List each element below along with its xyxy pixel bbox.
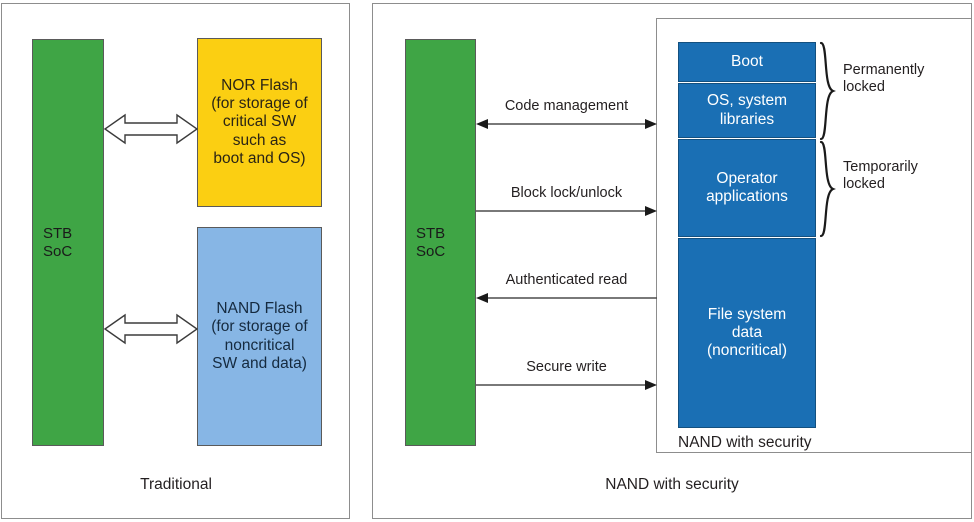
annotation-temporarily-locked: Temporarily locked xyxy=(843,159,918,193)
container-nand-with-security: Boot OS, system libraries Operator appli… xyxy=(656,18,972,453)
connector-label-authenticated-read: Authenticated read xyxy=(505,272,628,288)
block-label-stb-soc-left: STB SoC xyxy=(43,224,73,260)
block-operator-applications: Operator applications xyxy=(678,139,816,237)
block-nand-flash: NAND Flash (for storage of noncritical S… xyxy=(197,227,322,446)
brace-permanently-locked xyxy=(819,41,836,141)
brace-temporarily-locked xyxy=(819,140,836,238)
panel-traditional: STB SoC NOR Flash (for storage of critic… xyxy=(1,3,350,519)
block-label-stb-soc-right: STB SoC xyxy=(416,224,446,260)
connector-authenticated-read: Authenticated read xyxy=(476,272,657,306)
connector-block-lock-unlock: Block lock/unlock xyxy=(476,185,657,219)
block-nor-flash: NOR Flash (for storage of critical SW su… xyxy=(197,38,322,207)
panel-nand-with-security: STB SoC Boot OS, system libraries Operat… xyxy=(372,3,972,519)
block-label-nand-flash: NAND Flash (for storage of noncritical S… xyxy=(211,299,308,372)
block-label-boot: Boot xyxy=(731,52,763,70)
container-label-nand-with-security: NAND with security xyxy=(678,434,812,451)
connector-soc-to-nand xyxy=(103,313,199,345)
panel-caption-traditional: Traditional xyxy=(140,476,212,493)
block-file-system-data: File system data (noncritical) xyxy=(678,238,816,428)
block-label-nor-flash: NOR Flash (for storage of critical SW su… xyxy=(211,76,308,167)
block-stb-soc-right: STB SoC xyxy=(405,39,476,446)
block-label-operator-applications: Operator applications xyxy=(706,169,788,205)
panel-caption-nand-with-security: NAND with security xyxy=(605,476,739,493)
block-boot: Boot xyxy=(678,42,816,82)
block-stb-soc-left: STB SoC xyxy=(32,39,104,446)
block-os-system-libraries: OS, system libraries xyxy=(678,83,816,138)
connector-label-secure-write: Secure write xyxy=(526,359,607,375)
connector-label-block-lock-unlock: Block lock/unlock xyxy=(510,185,623,201)
annotation-permanently-locked: Permanently locked xyxy=(843,62,925,96)
block-label-file-system-data: File system data (noncritical) xyxy=(706,305,788,360)
connector-label-code-management: Code management xyxy=(504,98,629,114)
connector-code-management: Code management xyxy=(476,98,657,132)
connector-secure-write: Secure write xyxy=(476,359,657,393)
connector-soc-to-nor xyxy=(103,113,199,145)
block-label-os-system-libraries: OS, system libraries xyxy=(706,92,788,128)
